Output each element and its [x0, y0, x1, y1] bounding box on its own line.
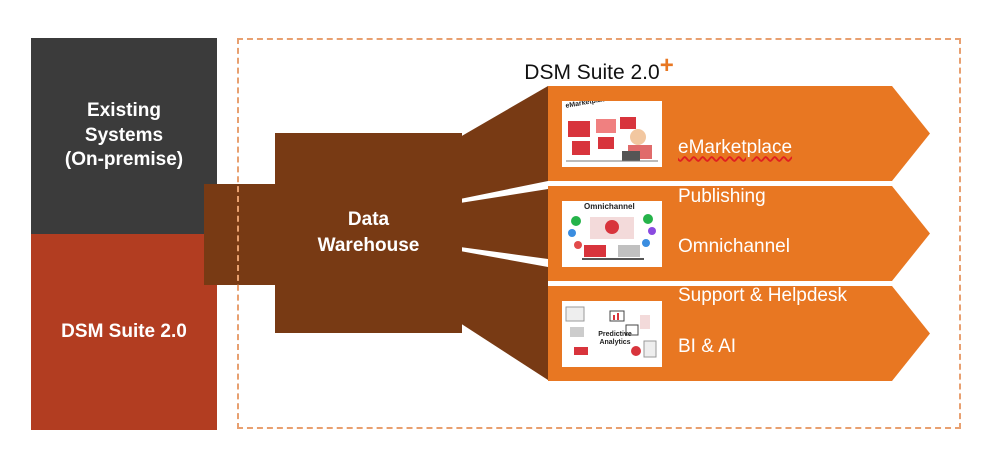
- funnel-middle: [460, 189, 548, 259]
- plus-icon: +: [659, 52, 674, 79]
- emarketplace-label-line2: Publishing: [678, 186, 766, 208]
- emarketplace-thumbnail: eMarketplace Publishing: [562, 101, 662, 167]
- warehouse-connector: [204, 184, 276, 285]
- dsm-suite-label: DSM Suite 2.0: [61, 320, 187, 342]
- emarketplace-label: eMarketplace Publishing: [678, 111, 792, 234]
- analytics-label-line1: BI & AI: [678, 335, 737, 357]
- existing-systems-block: Existing Systems (On-premise): [31, 38, 217, 234]
- data-warehouse-block: Data Warehouse: [275, 133, 462, 333]
- funnel-bottom: [460, 251, 548, 380]
- omnichannel-label: Omnichannel Support & Helpdesk: [678, 210, 847, 333]
- funnel-top: [460, 86, 548, 199]
- analytics-label-line2: Predictive Analytics: [678, 385, 842, 407]
- warehouse-funnels: [460, 86, 548, 380]
- analytics-thumbnail-caption: Predictive Analytics: [598, 331, 632, 346]
- omnichannel-label-line2: Support & Helpdesk: [678, 285, 847, 307]
- analytics-thumbnail: Predictive Analytics: [562, 301, 662, 367]
- analytics-label: BI & AI Predictive Analytics: [678, 310, 842, 433]
- suite-container: [237, 38, 961, 429]
- omnichannel-thumbnail-caption: Omnichannel: [584, 202, 635, 211]
- analytics-illustration: [565, 306, 657, 358]
- data-warehouse-label: Data Warehouse: [317, 209, 420, 256]
- dsm-suite-block: DSM Suite 2.0: [31, 234, 217, 430]
- omnichannel-thumbnail: Omnichannel: [562, 201, 662, 267]
- omnichannel-illustration: [568, 214, 656, 260]
- emarketplace-label-line1: eMarketplace: [678, 136, 793, 158]
- suite-title: DSM Suite 2.0+: [237, 52, 961, 85]
- suite-title-text: DSM Suite 2.0: [524, 61, 660, 84]
- omnichannel-label-line1: Omnichannel: [678, 235, 790, 257]
- existing-systems-label: Existing Systems (On-premise): [64, 99, 184, 171]
- emarketplace-illustration: [566, 117, 658, 162]
